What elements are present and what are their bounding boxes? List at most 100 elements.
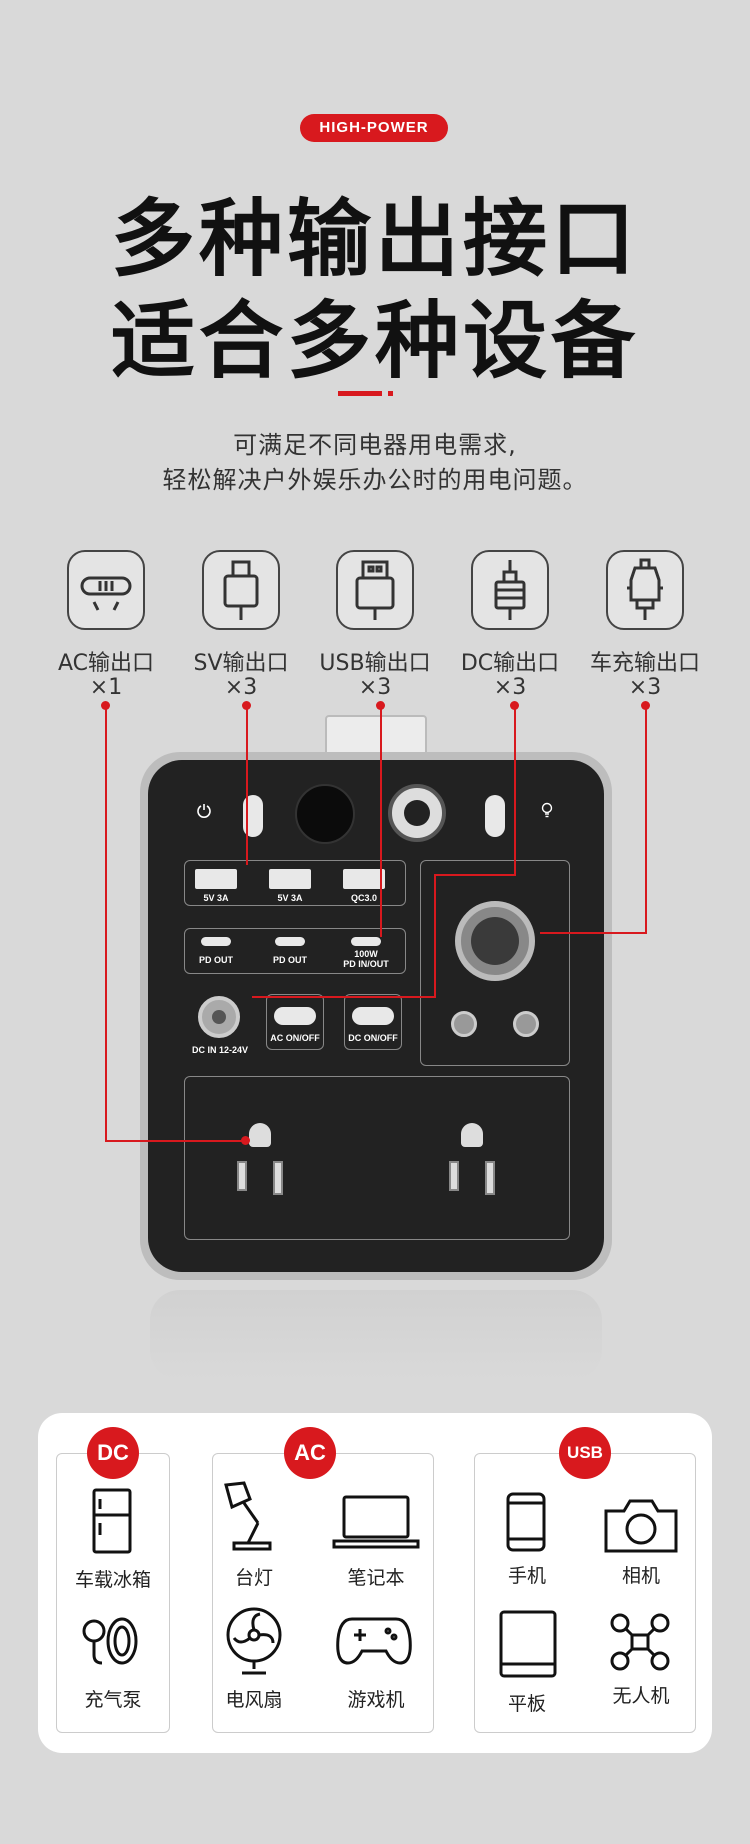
laptop-icon (332, 1495, 420, 1549)
app-label-phone: 手机 (507, 1565, 546, 1587)
power-station-device: 5V 3A 5V 3A QC3.0 PD OUT PD OUT 100W PD … (140, 752, 612, 1280)
dc-port-2[interactable] (513, 1011, 539, 1037)
car-charger-socket[interactable] (455, 901, 535, 981)
usb-badge: USB (559, 1427, 611, 1479)
power-button[interactable] (243, 795, 263, 837)
display-screen (295, 784, 355, 844)
usb-c-port-3[interactable] (351, 937, 381, 946)
callout-line-ac (105, 705, 107, 1141)
callout-line-ac-h (105, 1140, 245, 1142)
app-label-lamp: 台灯 (234, 1567, 273, 1589)
app-label-tablet: 平板 (507, 1693, 546, 1715)
port-label-usb: USB输出口 (319, 651, 431, 676)
pd-label-3: 100W (354, 949, 378, 959)
app-label-laptop: 笔记本 (347, 1567, 405, 1589)
dc-switch-panel: DC ON/OFF (344, 994, 402, 1050)
cable-icon (202, 550, 280, 630)
usb-a-port-2[interactable] (269, 869, 311, 889)
port-count-sv: ×3 (224, 675, 258, 700)
dc-switch-button[interactable] (352, 1007, 394, 1025)
dc-in-label: DC IN 12-24V (191, 1045, 249, 1055)
ac-ground-2 (461, 1123, 483, 1147)
callout-line-usb (380, 705, 382, 937)
callout-line-dc-h1 (434, 874, 516, 876)
app-label-drone: 无人机 (612, 1685, 670, 1707)
pd-label-4: PD IN/OUT (343, 959, 389, 969)
callout-end-ac (241, 1136, 250, 1145)
port-label-car: 车充输出口 (589, 651, 700, 676)
ac-slot-1b[interactable] (273, 1161, 283, 1195)
dc-port-1[interactable] (451, 1011, 477, 1037)
light-button[interactable] (485, 795, 505, 837)
power-icon (197, 804, 211, 818)
camera-icon (604, 1499, 678, 1553)
ac-switch-label: AC ON/OFF (270, 1033, 320, 1043)
pd-panel: PD OUT PD OUT 100W PD IN/OUT (184, 928, 406, 974)
app-label-camera: 相机 (621, 1565, 660, 1587)
app-label-fridge: 车载冰箱 (74, 1569, 151, 1591)
device-reflection (150, 1290, 602, 1380)
usb-a-label-1: 5V 3A (203, 893, 229, 903)
usb-c-port-1[interactable] (201, 937, 231, 946)
usb-group (474, 1453, 696, 1733)
fridge-icon (92, 1488, 132, 1554)
subtitle-line2: 轻松解决户外娱乐办公时的用电问题。 (162, 466, 588, 494)
ac-ground-1 (249, 1123, 271, 1147)
port-count-car: ×3 (628, 675, 662, 700)
dc-switch-label: DC ON/OFF (348, 1033, 398, 1043)
dc-plug-icon (471, 550, 549, 630)
port-count-dc: ×3 (493, 675, 527, 700)
usb-icon (336, 550, 414, 630)
led-light-lens (388, 784, 446, 842)
callout-line-car (645, 705, 647, 933)
bulb-icon (541, 802, 553, 818)
usb-c-port-2[interactable] (275, 937, 305, 946)
app-label-console: 游戏机 (347, 1689, 405, 1711)
electric-fan-icon (226, 1607, 282, 1675)
callout-line-dc (514, 705, 516, 875)
ac-slot-2a[interactable] (449, 1161, 459, 1191)
usb-a-label-2: 5V 3A (277, 893, 303, 903)
ac-slot-2b[interactable] (485, 1161, 495, 1195)
page-title-line2: 适合多种设备 (110, 292, 639, 390)
callout-line-dc-h2 (252, 996, 436, 998)
air-pump-icon (82, 1617, 138, 1665)
pd-label-1: PD OUT (198, 955, 233, 965)
device-face: 5V 3A 5V 3A QC3.0 PD OUT PD OUT 100W PD … (148, 760, 604, 1272)
subtitle-line1: 可满足不同电器用电需求, (233, 431, 517, 459)
port-label-sv: SV输出口 (193, 651, 289, 676)
ac-switch-panel: AC ON/OFF (266, 994, 324, 1050)
app-label-pump: 充气泵 (84, 1689, 142, 1711)
applications-card: DC AC USB 车载冰箱 充气泵 台灯 笔记本 电风扇 游戏机 手机 相机 … (38, 1413, 712, 1753)
pd-label-2: PD OUT (272, 955, 307, 965)
mobile-phone-icon (506, 1492, 546, 1552)
desk-lamp-icon (224, 1481, 272, 1551)
dc-group (56, 1453, 170, 1733)
usb-a-panel: 5V 3A 5V 3A QC3.0 (184, 860, 406, 906)
tablet-icon (499, 1610, 557, 1678)
app-label-fan: 电风扇 (225, 1689, 283, 1711)
port-count-ac: ×1 (89, 675, 123, 700)
callout-line-car-h (540, 932, 647, 934)
usb-a-port-1[interactable] (195, 869, 237, 889)
ac-badge: AC (284, 1427, 336, 1479)
title-divider-dot (388, 391, 393, 396)
usb-a-port-3[interactable] (343, 869, 385, 889)
ac-outlet-panel (184, 1076, 570, 1240)
page-title-line1: 多种输出接口 (110, 190, 639, 288)
port-label-dc: DC输出口 (460, 651, 560, 676)
port-count-usb: ×3 (358, 675, 392, 700)
ac-slot-1a[interactable] (237, 1161, 247, 1191)
callout-line-dc-v (434, 874, 436, 998)
drone-icon (610, 1613, 670, 1671)
dc-badge: DC (87, 1427, 139, 1479)
dc-in-port[interactable] (198, 996, 240, 1038)
car-charger-icon (606, 550, 684, 630)
high-power-badge: HIGH-POWER (300, 114, 448, 142)
title-divider (338, 391, 382, 396)
ac-switch-button[interactable] (274, 1007, 316, 1025)
game-controller-icon (336, 1617, 412, 1665)
port-label-ac: AC输出口 (57, 651, 155, 676)
callout-line-sv (246, 705, 248, 865)
usb-a-label-3: QC3.0 (350, 893, 377, 903)
